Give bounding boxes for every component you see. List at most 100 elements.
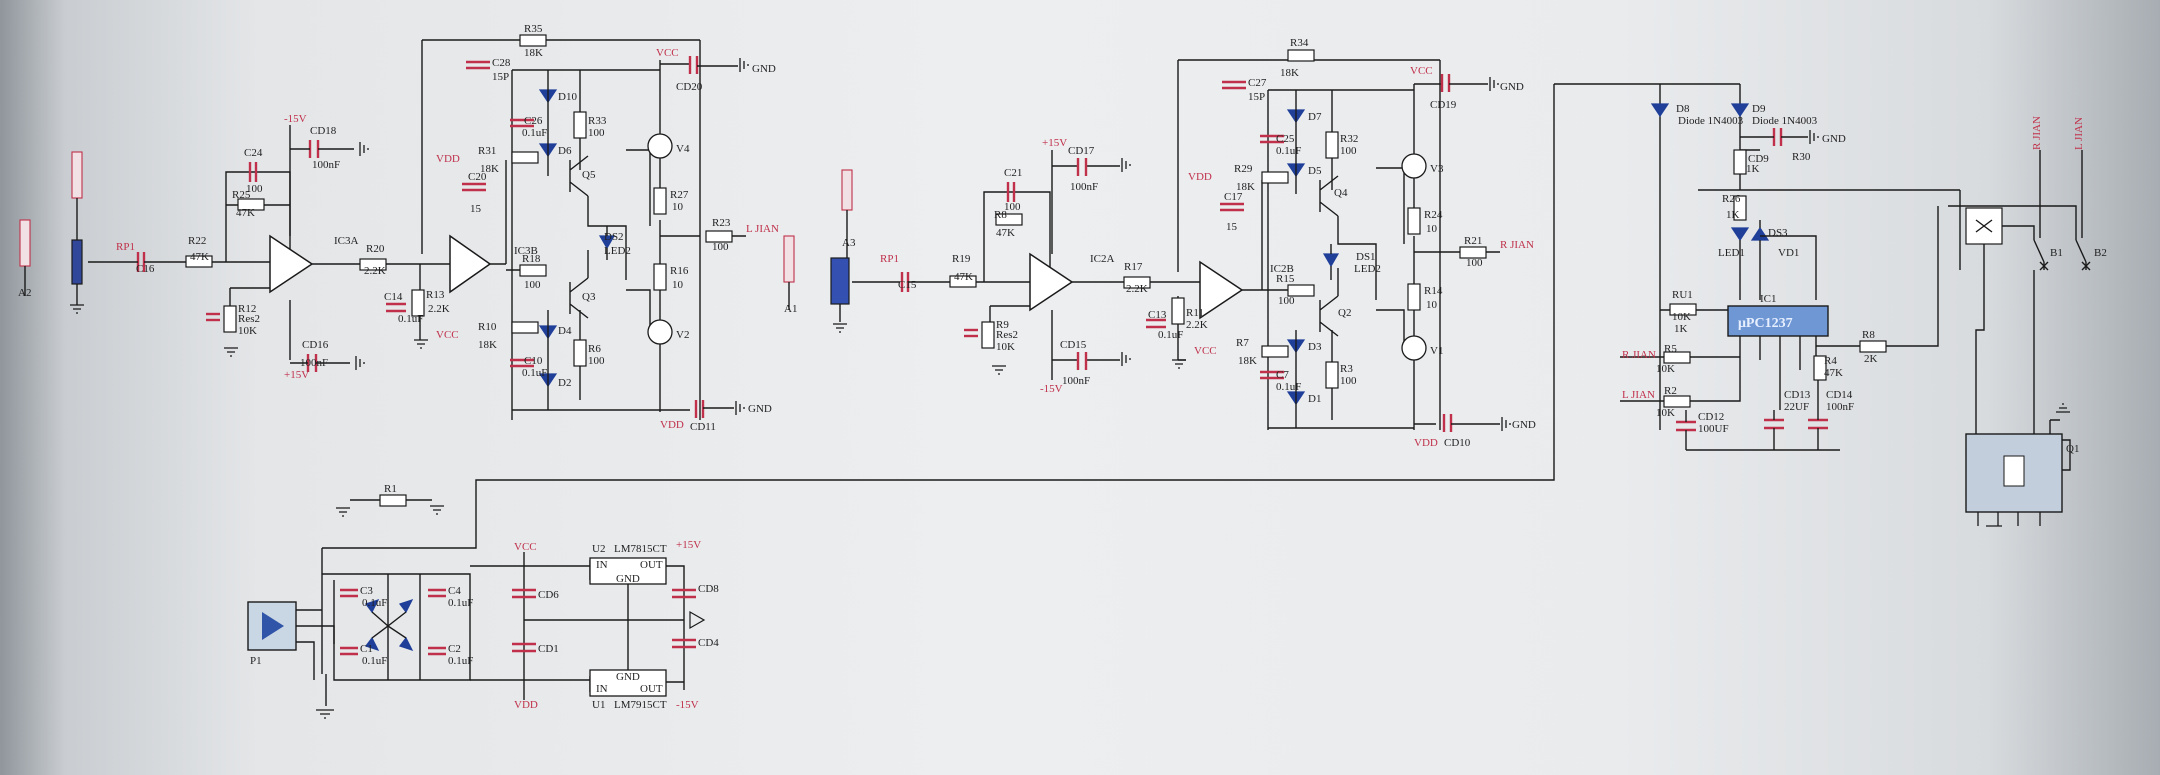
lbl-b32: C25 — [1276, 133, 1295, 145]
lbl-b7: C21 — [1004, 167, 1022, 179]
lbl-a62: R23 — [712, 217, 731, 229]
wire — [659, 60, 700, 412]
lbl-b41: C17 — [1224, 191, 1243, 203]
wire — [322, 84, 1555, 549]
lbl-a69: GND — [748, 403, 772, 415]
lbl-b37: VDD — [1188, 171, 1212, 183]
lbl-b26: 2.2K — [1186, 319, 1208, 331]
ground-icon — [70, 304, 84, 314]
lbl-b44: R15 — [1276, 273, 1295, 285]
lbl-d15: U2 — [592, 543, 605, 555]
lbl-a67: V2 — [676, 329, 689, 341]
resistor-r27 — [653, 187, 667, 215]
resistor-r32 — [1325, 131, 1339, 159]
lbl-b43: IC2B — [1270, 263, 1294, 275]
lbl-c20: 10K — [1656, 363, 1675, 375]
lbl-a40: 15 — [470, 203, 482, 215]
wire — [1975, 400, 2071, 471]
lbl-c1: D8 — [1676, 103, 1690, 115]
ground-icon — [336, 507, 350, 517]
lbl-b50: 18K — [1238, 355, 1257, 367]
resistor-r9 — [981, 321, 995, 349]
lbl-a6: 100 — [246, 183, 263, 195]
lbl-c8: 1K — [1746, 163, 1760, 175]
wire — [1242, 180, 1290, 291]
lbl-a19: R20 — [366, 243, 385, 255]
lbl-a65: R16 — [670, 265, 689, 277]
wire — [1051, 150, 1120, 380]
lbl-a38: Q5 — [582, 169, 596, 181]
lbl-a25: R35 — [524, 23, 543, 35]
lbl-b31: D7 — [1308, 111, 1322, 123]
jack-socket — [2003, 455, 2025, 487]
lbl-c33: 2K — [1864, 353, 1878, 365]
lbl-b19: 100nF — [1062, 375, 1090, 387]
transistor-q4-q2 — [1319, 175, 1339, 337]
resistor-r8 — [995, 213, 1023, 226]
lbl-c11: LED1 — [1718, 247, 1745, 259]
lbl-c31: 100nF — [1826, 401, 1854, 413]
lbl-d21: CD8 — [698, 583, 719, 595]
lbl-c14: RU1 — [1672, 289, 1693, 301]
lbl-b21: R17 — [1124, 261, 1143, 273]
lbl-b64: R21 — [1464, 235, 1482, 247]
lbl-c4: Diode 1N4003 — [1752, 115, 1818, 127]
lbl-d2: P1 — [250, 655, 262, 667]
lbl-d27: LM7915CT — [614, 699, 667, 711]
ground-icon — [1809, 130, 1819, 144]
lbl-d13: CD1 — [538, 643, 559, 655]
lbl-a1: RP1 — [116, 241, 135, 253]
lbl-a18: +15V — [284, 369, 309, 381]
lbl-c18: R JIAN — [1622, 349, 1656, 361]
resistor-r26 — [1733, 195, 1747, 221]
lbl-a9: IC3A — [334, 235, 359, 247]
lbl-a60: R27 — [670, 189, 689, 201]
lbl-d3: C3 — [360, 585, 373, 597]
lbl-c25: 100UF — [1698, 423, 1729, 435]
lbl-b65: 100 — [1466, 257, 1483, 269]
lbl-c32: R8 — [1862, 329, 1875, 341]
lbl-b39: 18K — [1236, 181, 1255, 193]
lbl-b9: R8 — [994, 209, 1007, 221]
lbl-a4: 47K — [190, 251, 209, 263]
lbl-d19: GND — [616, 573, 640, 585]
lbl-c10: 1K — [1726, 209, 1740, 221]
protection-circuit: μPC1237 D8 Diode 1N4003 D9 Diode 1N4003 … — [1554, 83, 2107, 527]
lbl-b1: A3 — [842, 237, 856, 249]
wire — [296, 548, 335, 680]
lbl-a5: C24 — [244, 147, 263, 159]
lbl-a16: CD16 — [302, 339, 329, 351]
resistor-r8-prot — [1859, 340, 1887, 353]
lbl-c35: L JIAN — [2073, 117, 2085, 150]
lbl-c3: D9 — [1752, 103, 1766, 115]
ground-icon — [224, 347, 238, 357]
lbl-b38: R29 — [1234, 163, 1253, 175]
ground-icon — [430, 505, 444, 515]
lbl-a23: R13 — [426, 289, 445, 301]
ground-icon — [359, 142, 369, 156]
lbl-a53: D2 — [558, 377, 571, 389]
led-ds1 — [1322, 253, 1340, 268]
lbl-a63: 100 — [712, 241, 729, 253]
wire — [470, 552, 591, 700]
ground-icon — [739, 58, 749, 72]
resistor-r18 — [519, 264, 547, 277]
lbl-b28: 18K — [1280, 67, 1299, 79]
lbl-d7: C1 — [360, 643, 373, 655]
lbl-d1: R1 — [384, 483, 397, 495]
output-transistor-v3 — [1401, 153, 1427, 179]
lbl-a36: R31 — [478, 145, 496, 157]
opamp-ic2a — [1029, 252, 1074, 312]
lbl-b51: VCC — [1194, 345, 1217, 357]
lbl-b52: D3 — [1308, 341, 1322, 353]
lbl-a10: R12 — [238, 303, 256, 315]
resistor-r12 — [223, 305, 237, 333]
resistor-r35 — [519, 34, 547, 47]
wire — [1698, 174, 1961, 270]
lbl-d20: +15V — [676, 539, 701, 551]
lbl-c5: GND — [1822, 133, 1846, 145]
diode-d8 — [1650, 103, 1670, 118]
lbl-b5: R19 — [952, 253, 971, 265]
lbl-a47: R10 — [478, 321, 497, 333]
wire — [386, 39, 700, 340]
